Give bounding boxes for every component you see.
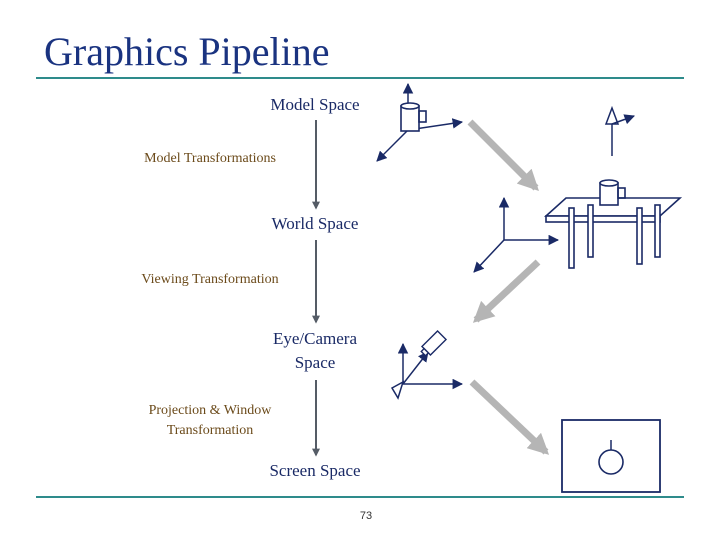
page-number: 73 <box>359 510 373 522</box>
eye-axes-icon <box>397 342 464 390</box>
screen-icon <box>561 419 661 493</box>
screen-space-label: Screen Space <box>269 461 361 480</box>
projection-window-label-line1: Projection & Window <box>148 403 272 418</box>
gray-transition-arrows <box>467 119 550 455</box>
model-transformations-label: Model Transformations <box>144 151 276 166</box>
table-mug-icon <box>599 179 626 206</box>
projection-window-label-line2: Transformation <box>166 423 254 438</box>
table-icon <box>543 179 683 269</box>
eye-camera-space-label-line1: Eye/Camera <box>272 329 357 348</box>
camera-icon <box>390 329 448 400</box>
title-rule <box>36 77 684 79</box>
viewing-transformation-label: Viewing Transformation <box>141 272 279 287</box>
footer-rule <box>36 496 684 498</box>
up-vector-icon <box>604 105 635 156</box>
model-space-label: Model Space <box>270 95 360 114</box>
slide-title: Graphics Pipeline <box>44 29 330 74</box>
eye-camera-space-label-line2: Space <box>294 353 336 372</box>
world-axes-icon <box>473 196 560 273</box>
world-space-label: World Space <box>271 214 359 233</box>
mug-icon <box>400 102 427 132</box>
